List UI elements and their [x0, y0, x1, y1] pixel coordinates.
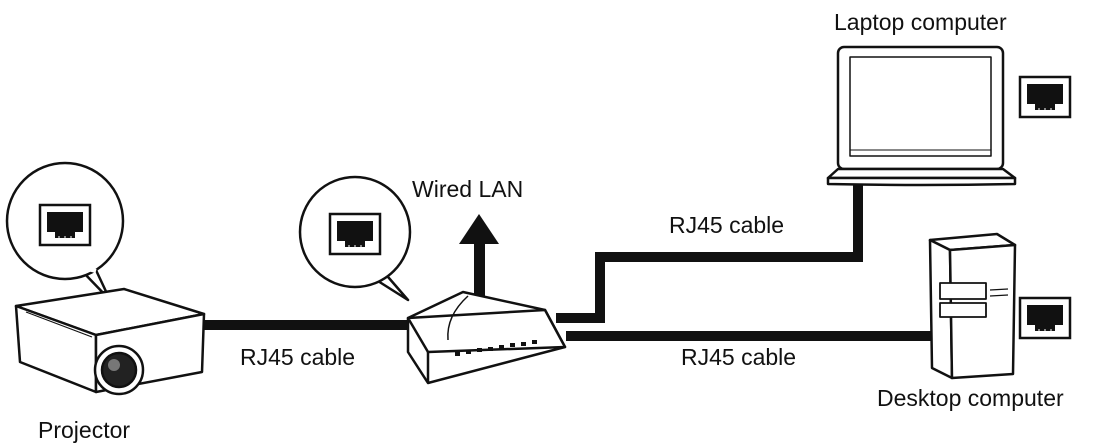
router-port-callout — [298, 175, 412, 302]
router-icon — [406, 290, 567, 385]
rj45-port-icon — [328, 212, 382, 256]
rj45-cable-upper-label: RJ45 cable — [669, 212, 785, 238]
cables — [200, 182, 935, 341]
rj45-port-icon — [1018, 296, 1072, 340]
cable-router-laptop — [556, 182, 863, 323]
desktop-label: Desktop computer — [877, 385, 1064, 411]
rj45-port-icon — [1018, 75, 1072, 119]
projector-icon — [14, 287, 206, 396]
rj45-cable-left-label: RJ45 cable — [240, 344, 356, 370]
desktop-computer-icon — [928, 232, 1017, 380]
projector-label: Projector — [38, 417, 131, 443]
wired-lan-label: Wired LAN — [412, 176, 524, 202]
arrow-up-icon — [459, 214, 499, 302]
laptop-label: Laptop computer — [834, 9, 1007, 35]
projector-port-callout — [5, 161, 125, 302]
rj45-port-icon — [38, 203, 92, 247]
laptop-icon — [826, 45, 1017, 187]
rj45-cable-right-label: RJ45 cable — [681, 344, 797, 370]
